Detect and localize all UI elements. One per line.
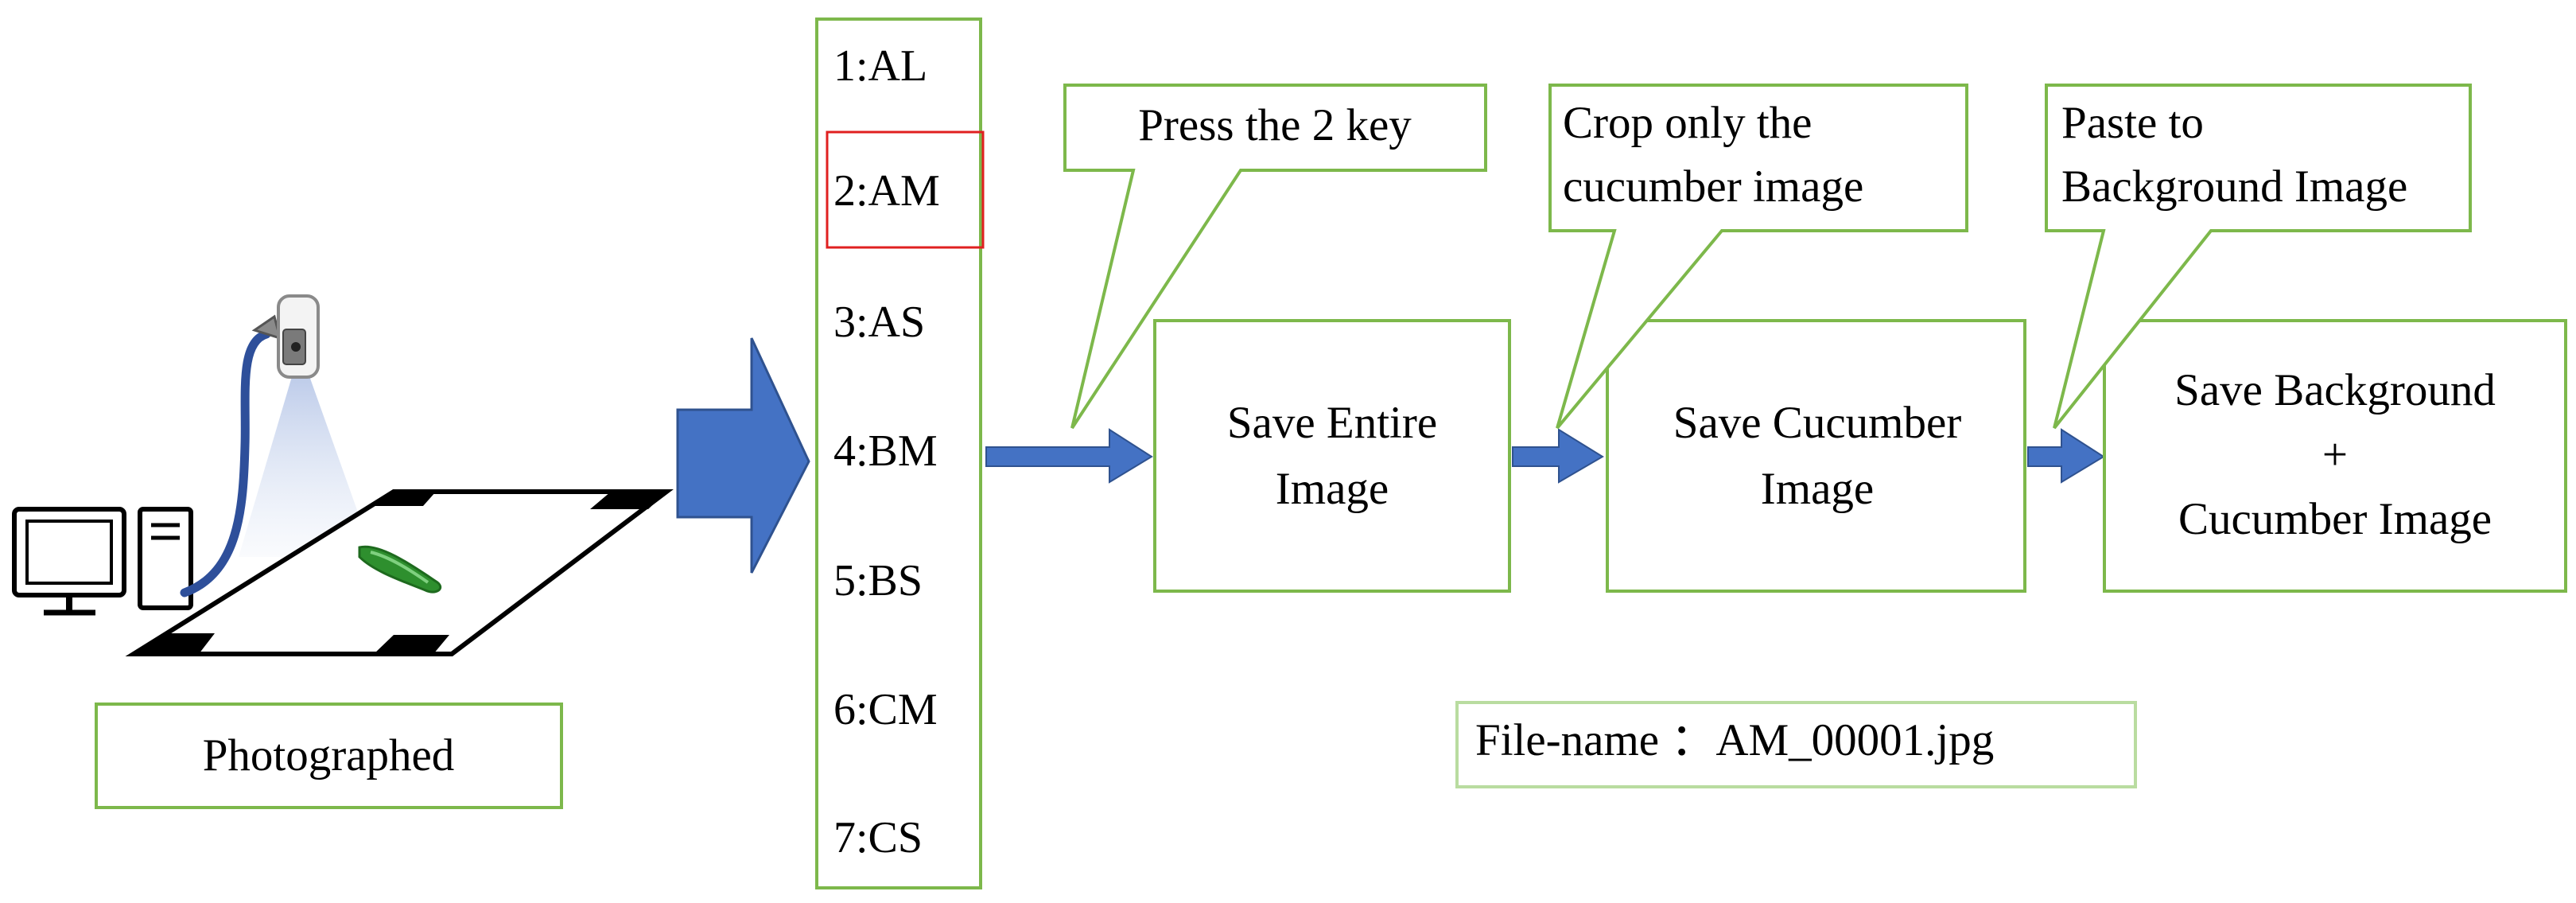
callout-text: Press the 2 key bbox=[1138, 100, 1412, 150]
step-label: Image bbox=[1276, 464, 1389, 514]
step-label: Image bbox=[1761, 464, 1874, 514]
big-right-arrow bbox=[676, 337, 810, 574]
step-label: Save Background bbox=[2174, 365, 2496, 415]
category-item: 4:BM bbox=[833, 426, 938, 476]
arrow-to-save-cucumber bbox=[1512, 428, 1604, 484]
callout-press-key: Press the 2 key bbox=[1063, 84, 1487, 430]
setup-illustration bbox=[12, 294, 674, 656]
category-item: 5:BS bbox=[833, 556, 923, 605]
step-label: + bbox=[2322, 430, 2348, 480]
callout-paste: Paste to Background Image bbox=[2045, 84, 2472, 430]
callout-text: cucumber image bbox=[1563, 162, 1863, 212]
photographed-label: Photographed bbox=[203, 730, 455, 780]
callout-text: Paste to bbox=[2061, 98, 2204, 148]
arrow-to-save-background bbox=[2027, 428, 2105, 484]
light-cone bbox=[239, 374, 374, 557]
filename-label: File-name ：AM_00001.jpg bbox=[1475, 715, 1994, 765]
category-item: 2:AM bbox=[833, 166, 940, 216]
filename-box bbox=[1455, 701, 2137, 788]
category-item: 3:AS bbox=[833, 298, 925, 347]
callout-text: Crop only the bbox=[1563, 98, 1812, 148]
camera-cable bbox=[180, 329, 271, 597]
category-item: 7:CS bbox=[833, 813, 923, 862]
arrow-to-save-entire bbox=[985, 428, 1153, 484]
callout-text: Background Image bbox=[2061, 162, 2407, 212]
callout-crop: Crop only the cucumber image bbox=[1548, 84, 1968, 430]
category-item: 6:CM bbox=[833, 685, 938, 734]
computer-monitor-icon bbox=[12, 507, 126, 616]
category-highlight bbox=[826, 130, 985, 249]
step-label: Save Cucumber bbox=[1673, 398, 1962, 448]
step-label: Cucumber Image bbox=[2178, 494, 2492, 544]
cucumber-icon bbox=[358, 545, 442, 594]
pc-tower-icon bbox=[138, 507, 193, 610]
category-list: 1:AL 2:AM 3:AS 4:BM 5:BS 6:CM 7:CS bbox=[815, 18, 985, 889]
camera-on-stand-icon bbox=[251, 294, 320, 379]
category-item: 1:AL bbox=[833, 41, 927, 91]
step-save-entire: Save Entire Image bbox=[1153, 319, 1511, 593]
step-save-cucumber: Save Cucumber Image bbox=[1606, 319, 2026, 593]
step-save-background: Save Background + Cucumber Image bbox=[2103, 319, 2567, 593]
step-label: Save Entire bbox=[1227, 398, 1437, 448]
photographed-label-box bbox=[95, 703, 563, 809]
